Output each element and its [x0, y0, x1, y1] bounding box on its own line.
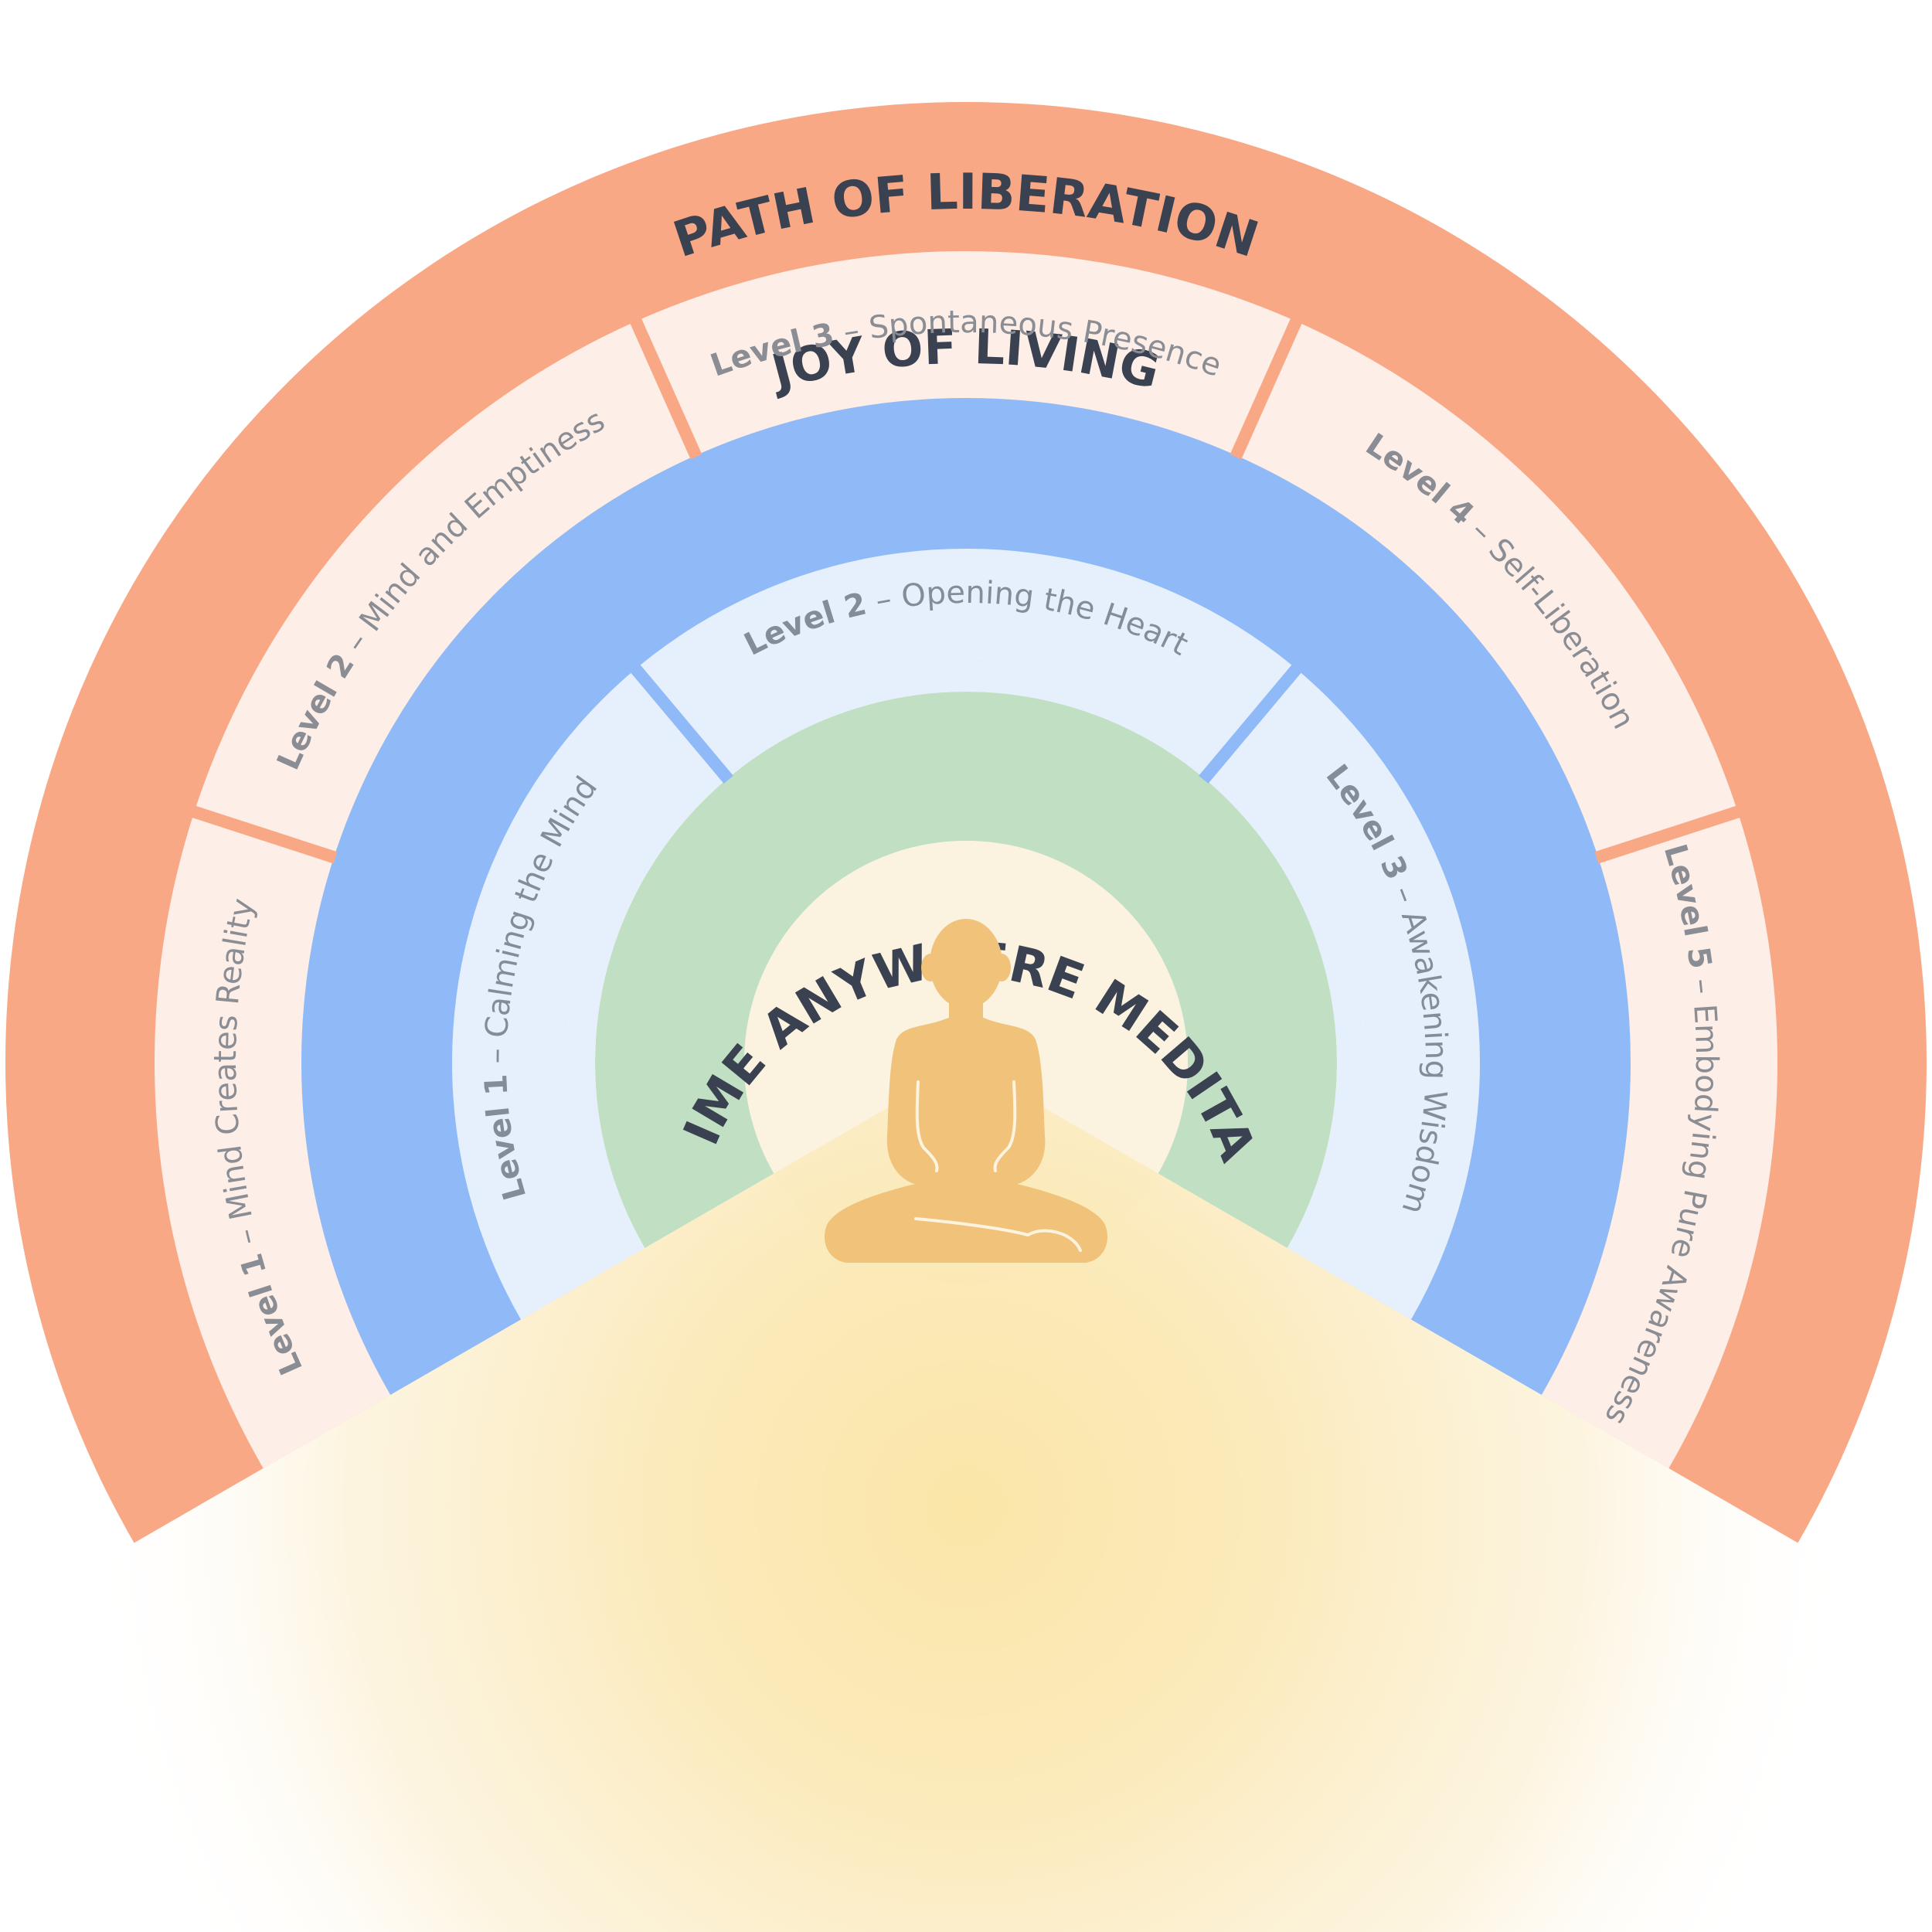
inner-ring-band	[595, 692, 1337, 1248]
outer-divider-3	[1230, 317, 1303, 460]
outer-divider-4	[1594, 805, 1741, 864]
middle-divider-1	[630, 663, 733, 784]
outer-divider-2	[629, 317, 702, 460]
middle-ring-segments	[452, 549, 1480, 1320]
middle-divider-2	[1199, 663, 1302, 784]
meditating-figure-icon	[825, 919, 1107, 1263]
outer-divider-1	[191, 805, 338, 864]
middle-ring-band	[301, 397, 1631, 1395]
light-glow	[29, 1063, 1903, 1932]
outer-ring-segments	[155, 251, 1778, 1468]
segment-dividers	[191, 317, 1741, 864]
